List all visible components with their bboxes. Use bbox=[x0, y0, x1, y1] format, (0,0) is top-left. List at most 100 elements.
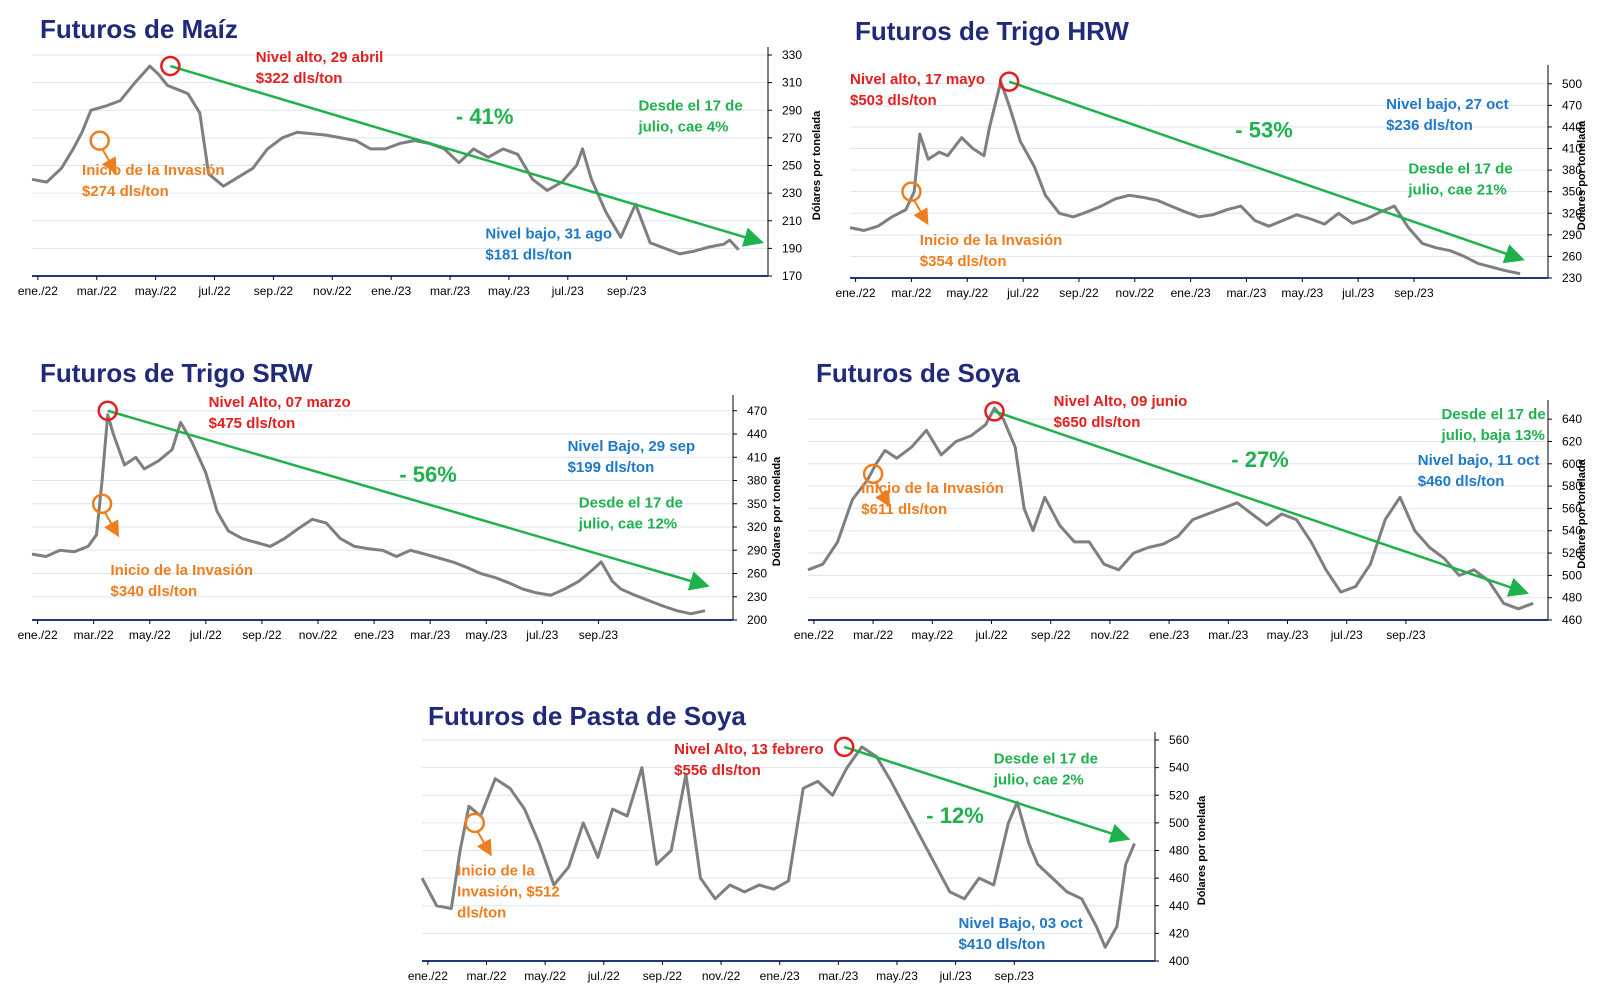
invasion-pointer-arrow bbox=[104, 512, 120, 538]
y-tick-label: 250 bbox=[782, 159, 802, 173]
y-tick-label: 540 bbox=[1562, 524, 1582, 538]
price-series-line bbox=[807, 406, 1534, 611]
low-annotation: Nivel bajo, 27 oct$236 dls/ton bbox=[1386, 96, 1509, 134]
x-tick-label: mar./23 bbox=[1208, 628, 1248, 642]
high-annotation: Nivel Alto, 13 febrero$556 dls/ton bbox=[674, 741, 824, 779]
percent-change-label: - 12% bbox=[926, 803, 983, 828]
y-tick-label: 540 bbox=[1169, 761, 1189, 775]
price-series-line bbox=[420, 745, 1136, 949]
y-tick-label: 320 bbox=[1562, 206, 1582, 220]
x-tick-label: mar./22 bbox=[853, 628, 893, 642]
x-tick-label: sep./23 bbox=[1394, 286, 1434, 300]
chart-title: Futuros de Maíz bbox=[40, 14, 238, 44]
y-tick-label: 350 bbox=[747, 497, 767, 511]
high-point-marker bbox=[160, 55, 181, 77]
x-tick-label: may./23 bbox=[488, 284, 530, 298]
annotation-line: dls/ton bbox=[457, 904, 506, 921]
high-point-marker bbox=[97, 400, 118, 421]
y-tick-label: 440 bbox=[747, 427, 767, 441]
x-tick-label: may./23 bbox=[465, 628, 507, 642]
annotation-line: julio, cae 4% bbox=[637, 118, 728, 135]
y-tick-label: 500 bbox=[1562, 77, 1582, 91]
y-tick-label: 310 bbox=[782, 76, 802, 90]
annotation-line: Desde el 17 de bbox=[1441, 406, 1545, 423]
price-series-line bbox=[31, 413, 706, 616]
y-tick-label: 560 bbox=[1169, 733, 1189, 747]
annotation-line: $354 dls/ton bbox=[920, 253, 1007, 270]
annotation-line: julio, cae 12% bbox=[578, 516, 677, 533]
percent-change-label: - 41% bbox=[456, 104, 513, 129]
invasion-annotation: Inicio de la Invasión$611 dls/ton bbox=[861, 480, 1004, 518]
x-tick-label: jul./22 bbox=[198, 284, 231, 298]
low-annotation: Nivel bajo, 31 ago$181 dls/ton bbox=[485, 226, 612, 264]
x-tick-label: mar./23 bbox=[410, 628, 450, 642]
y-tick-label: 330 bbox=[782, 48, 802, 62]
y-tick-label: 210 bbox=[782, 214, 802, 228]
percent-change-label: - 27% bbox=[1231, 447, 1288, 472]
y-tick-label: 460 bbox=[1562, 613, 1582, 627]
x-tick-label: ene./22 bbox=[18, 628, 58, 642]
x-tick-label: may./22 bbox=[524, 969, 566, 983]
chart-title: Futuros de Trigo SRW bbox=[40, 358, 313, 388]
y-tick-label: 520 bbox=[1562, 546, 1582, 560]
x-tick-label: mar./23 bbox=[430, 284, 470, 298]
annotation-line: $460 dls/ton bbox=[1418, 473, 1505, 490]
annotation-line: $410 dls/ton bbox=[959, 936, 1046, 953]
chart-panel-1: Futuros de Maíz1701902102302502702903103… bbox=[18, 14, 823, 298]
annotation-line: Inicio de la Invasión bbox=[920, 232, 1063, 249]
x-tick-label: sep./23 bbox=[995, 969, 1035, 983]
low-annotation: Nivel bajo, 11 oct$460 dls/ton bbox=[1418, 452, 1540, 490]
x-tick-label: jul./23 bbox=[1341, 286, 1374, 300]
high-point-marker bbox=[833, 736, 855, 758]
y-tick-label: 380 bbox=[1562, 163, 1582, 177]
annotation-line: $556 dls/ton bbox=[674, 762, 761, 779]
x-tick-label: jul./23 bbox=[525, 628, 558, 642]
invasion-annotation: Inicio de la Invasión$274 dls/ton bbox=[82, 162, 225, 200]
x-tick-label: sep./22 bbox=[643, 969, 683, 983]
x-tick-label: mar./23 bbox=[818, 969, 858, 983]
percent-change-label: - 53% bbox=[1235, 118, 1292, 143]
trend-annotation: Desde el 17 de julio, baja 13% bbox=[1440, 406, 1545, 444]
chart-panel-4: Futuros de Soya4604805005205405605806006… bbox=[794, 358, 1588, 642]
x-tick-label: mar./22 bbox=[466, 969, 506, 983]
annotation-line: julio, baja 13% bbox=[1440, 427, 1544, 444]
y-tick-label: 520 bbox=[1169, 788, 1189, 802]
x-tick-label: mar./22 bbox=[77, 284, 117, 298]
y-tick-label: 500 bbox=[1169, 816, 1189, 830]
annotation-line: Desde el 17 de bbox=[579, 495, 683, 512]
annotation-line: Nivel Alto, 07 marzo bbox=[209, 394, 351, 411]
invasion-pointer-arrow bbox=[913, 200, 929, 226]
x-tick-label: ene./23 bbox=[760, 969, 800, 983]
annotation-line: Nivel Alto, 09 junio bbox=[1054, 393, 1188, 410]
x-tick-label: may./23 bbox=[1267, 628, 1309, 642]
low-annotation: Nivel Bajo, 29 sep$199 dls/ton bbox=[568, 438, 696, 476]
invasion-annotation: Inicio de la Invasión$340 dls/ton bbox=[111, 562, 254, 600]
annotation-line: $322 dls/ton bbox=[256, 70, 343, 87]
y-tick-label: 290 bbox=[747, 543, 767, 557]
y-tick-label: 260 bbox=[1562, 249, 1582, 263]
annotation-line: Inicio de la bbox=[457, 862, 535, 879]
trend-arrow bbox=[843, 745, 1131, 843]
y-tick-label: 480 bbox=[1562, 591, 1582, 605]
chart-panel-3: Futuros de Trigo SRW20023026029032035038… bbox=[18, 358, 783, 642]
x-tick-label: jul./22 bbox=[189, 628, 222, 642]
high-annotation: Nivel Alto, 07 marzo$475 dls/ton bbox=[209, 394, 351, 432]
invasion-start-marker bbox=[89, 130, 110, 151]
y-tick-label: 190 bbox=[782, 241, 802, 255]
y-tick-label: 290 bbox=[782, 103, 802, 117]
y-axis-label: Dólares por tonelada bbox=[771, 456, 783, 566]
x-tick-label: jul./23 bbox=[551, 284, 584, 298]
x-tick-label: nov./22 bbox=[702, 969, 741, 983]
high-annotation: Nivel Alto, 09 junio$650 dls/ton bbox=[1054, 393, 1188, 431]
y-tick-label: 200 bbox=[747, 613, 767, 627]
x-tick-label: ene./23 bbox=[354, 628, 394, 642]
x-tick-label: ene./22 bbox=[836, 286, 876, 300]
y-tick-label: 230 bbox=[1562, 271, 1582, 285]
price-series-line bbox=[849, 80, 1521, 276]
x-tick-label: sep./23 bbox=[1386, 628, 1426, 642]
invasion-start-marker bbox=[901, 181, 922, 202]
annotation-line: Nivel Bajo, 03 oct bbox=[959, 915, 1083, 932]
y-tick-label: 640 bbox=[1562, 412, 1582, 426]
